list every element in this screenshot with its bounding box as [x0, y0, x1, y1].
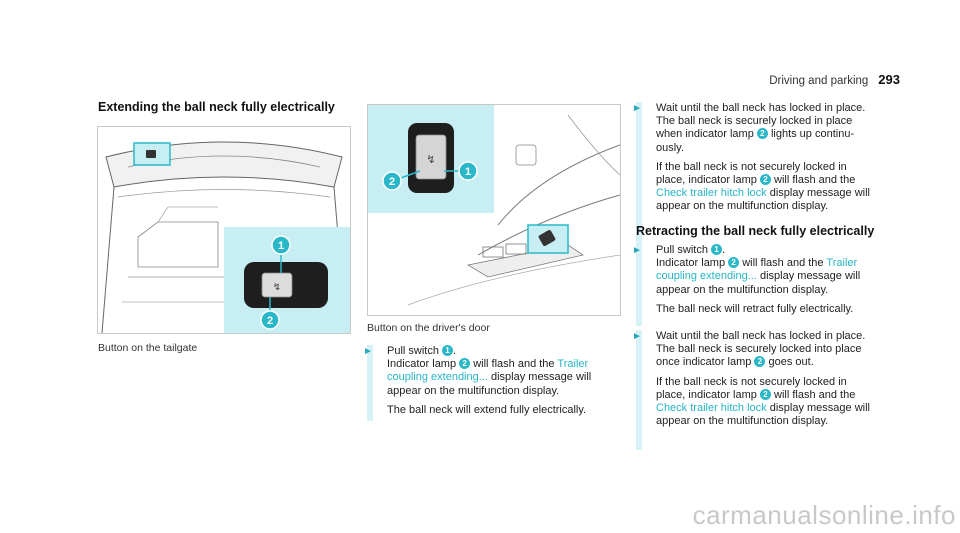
- heading-retracting: Retracting the ball neck fully electrica…: [636, 224, 875, 238]
- door-callout-2: 2: [389, 176, 395, 188]
- step2-line4: ously.: [656, 141, 684, 154]
- step-pull-switch-retract: ► Pull switch 1. Indicator lamp 2 will f…: [632, 244, 886, 326]
- step2-line2: The ball neck is securely locked in plac…: [656, 115, 853, 128]
- page-header: Driving and parking 293: [769, 72, 900, 87]
- step2-p2-line4: appear on the multifunction display.: [656, 200, 829, 213]
- step3-line3: coupling extending... display message wi…: [656, 270, 861, 283]
- step3-line1: Pull switch 1.: [656, 244, 726, 256]
- step4-line2: The ball neck is securely locked into pl…: [656, 343, 862, 356]
- step3-line4: appear on the multifunction display.: [656, 283, 829, 296]
- link-check-trailer-hitch-lock[interactable]: Check trailer hitch lock: [656, 187, 767, 200]
- step2-line1: Wait until the ball neck has locked in p…: [656, 102, 866, 114]
- link-trailer[interactable]: Trailer: [557, 358, 589, 371]
- step-arrow-icon: ►: [632, 331, 642, 342]
- step-arrow-icon: ►: [363, 346, 373, 357]
- step1-line3: coupling extending... display message wi…: [387, 371, 592, 384]
- step-pull-switch-extend: ► Pull switch 1. Indicator lamp 2 will f…: [363, 345, 607, 421]
- step1-line4: appear on the multifunction display.: [387, 384, 560, 397]
- link-check-trailer-hitch-lock-2[interactable]: Check trailer hitch lock: [656, 402, 767, 415]
- step-arrow-icon: ►: [632, 245, 642, 256]
- link-coupling-extending[interactable]: coupling extending...: [387, 371, 488, 384]
- step2-p2-line2: place, indicator lamp 2 will flash and t…: [656, 174, 856, 187]
- step-wait-locked-retract: ► Wait until the ball neck has locked in…: [632, 330, 886, 450]
- page-number: 293: [878, 72, 900, 87]
- step3-line2: Indicator lamp 2 will flash and the Trai…: [656, 257, 858, 270]
- step1-line2: Indicator lamp 2 will flash and the Trai…: [387, 358, 589, 371]
- step4-p2-line1: If the ball neck is not securely locked …: [656, 375, 847, 388]
- step4-line3: once indicator lamp 2 goes out.: [656, 356, 814, 369]
- door-callout-1: 1: [465, 166, 471, 178]
- svg-text:↯: ↯: [273, 282, 281, 293]
- caption-tailgate: Button on the tailgate: [98, 342, 198, 354]
- link-trailer-retract[interactable]: Trailer: [826, 257, 858, 270]
- section-title: Driving and parking: [769, 75, 869, 87]
- step4-p2-line4: appear on the multifunction display.: [656, 415, 829, 428]
- step2-p2-line3: Check trailer hitch lock display message…: [656, 187, 870, 200]
- step4-p2-line3: Check trailer hitch lock display message…: [656, 402, 870, 415]
- caption-door: Button on the driver's door: [367, 322, 490, 334]
- step2-p2-line1: If the ball neck is not securely locked …: [656, 160, 847, 173]
- watermark: carmanualsonline.info: [692, 500, 956, 530]
- step2-line3: when indicator lamp 2 lights up continu-: [656, 128, 855, 141]
- tailgate-figure: ↯ 1 2: [97, 126, 351, 334]
- door-figure: ↯ 2 1: [367, 104, 621, 316]
- door-illustration: ↯ 2 1: [368, 105, 620, 306]
- callout-1: 1: [278, 240, 284, 252]
- step-arrow-icon: ►: [632, 103, 642, 114]
- callout-2: 2: [267, 315, 273, 327]
- step-wait-locked-extend: ► Wait until the ball neck has locked in…: [632, 102, 886, 254]
- heading-extending: Extending the ball neck fully electrical…: [98, 100, 335, 114]
- step3-result: The ball neck will retract fully electri…: [656, 302, 854, 315]
- tailgate-illustration: ↯ 1 2: [101, 141, 350, 333]
- step4-line1: Wait until the ball neck has locked in p…: [656, 330, 866, 342]
- step1-result: The ball neck will extend fully electric…: [387, 403, 587, 416]
- step1-line1: Pull switch 1.: [387, 345, 457, 357]
- link-coupling-extending-retract[interactable]: coupling extending...: [656, 270, 757, 283]
- svg-text:↯: ↯: [426, 153, 435, 166]
- step4-p2-line2: place, indicator lamp 2 will flash and t…: [656, 388, 856, 401]
